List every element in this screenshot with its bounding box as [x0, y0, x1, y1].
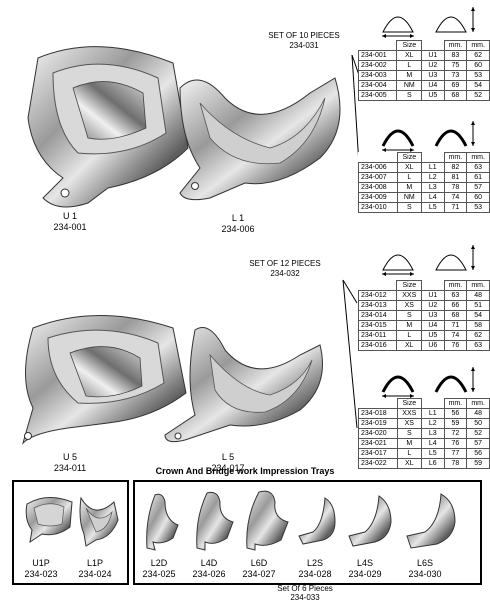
tray-l4d-image [196, 491, 234, 551]
tray-u5-code: 234-011 [53, 463, 87, 473]
tray-l4d-name: L4D [200, 558, 218, 568]
tray-l4s-code: 234-029 [348, 569, 382, 579]
set-6-label: Set Of 6 Pieces [277, 584, 333, 593]
set-12-label: SET OF 12 PIECES [249, 259, 321, 268]
tray-l1p-image [79, 496, 119, 547]
tray-l1p-code: 234-024 [78, 569, 112, 579]
tray-l4s-image [348, 495, 392, 547]
upper-tray-dimension-diagram [382, 7, 475, 38]
tray-l5-name: L 5 [221, 452, 235, 462]
tray-u1p-image [25, 497, 73, 544]
set-10-code: 234-031 [289, 41, 319, 50]
tray-l2s-code: 234-028 [298, 569, 332, 579]
tray-l1-image [179, 77, 341, 201]
set-10-label: SET OF 10 PIECES [268, 31, 340, 40]
set-12-code: 234-032 [270, 269, 300, 278]
tray-l2d-image [146, 493, 179, 551]
tray-u1p-name: U1P [32, 558, 50, 568]
tray-l5-code: 234-017 [211, 463, 245, 473]
tray-l4s-name: L4S [356, 558, 373, 568]
set-6-code: 234-033 [290, 593, 320, 602]
tray-l6d-name: L6D [250, 558, 268, 568]
tray-l4d-code: 234-026 [192, 569, 226, 579]
tray-l2d-name: L2D [150, 558, 168, 568]
tray-l6s-name: L6S [416, 558, 433, 568]
lower-tray-dimension-diagram [381, 121, 475, 152]
tray-u1-code: 234-001 [53, 222, 87, 232]
tray-l2s-image [298, 497, 336, 545]
tray-l6s-image [406, 493, 456, 549]
tray-l2s-name: L2S [306, 558, 323, 568]
tray-l1-name: L 1 [231, 213, 245, 223]
lower-tray-dimension-diagram-2 [381, 367, 475, 398]
tray-l6d-image [246, 490, 289, 551]
crown-bridge-heading: Crown And Bridge work Impression Trays [155, 466, 335, 476]
col-size-header: Size [396, 40, 423, 51]
tray-l5-image [164, 327, 323, 443]
tray-u5-name: U 5 [62, 452, 77, 462]
tray-u5-image [21, 315, 187, 445]
tray-u1-image [27, 46, 189, 208]
tray-l1p-name: L1P [86, 558, 103, 568]
crown-bridge-box-1: U1P 234-023 L1P 234-024 [12, 480, 129, 585]
tray-l1-code: 234-006 [221, 224, 255, 234]
upper-tray-dimension-diagram-2 [382, 245, 475, 276]
tray-l6d-code: 234-027 [242, 569, 276, 579]
tray-l2d-code: 234-025 [142, 569, 176, 579]
tray-u1p-code: 234-023 [24, 569, 58, 579]
tray-l6s-code: 234-030 [408, 569, 442, 579]
tray-u1-name: U 1 [62, 211, 77, 221]
